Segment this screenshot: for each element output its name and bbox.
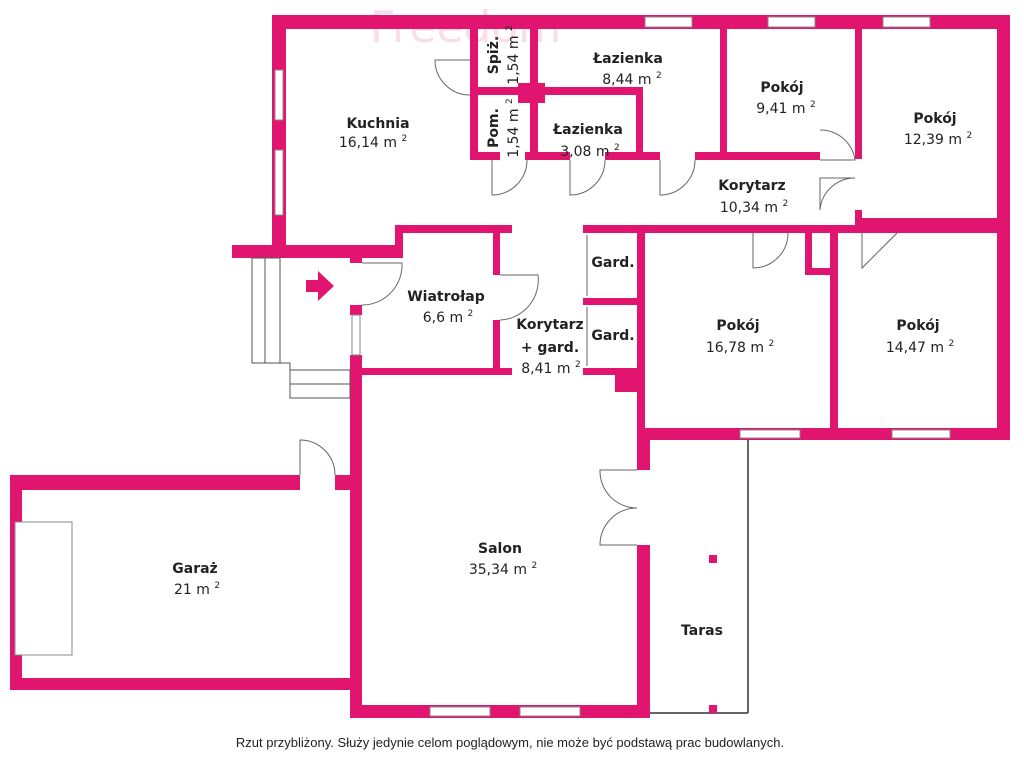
- room-name: Korytarz: [516, 317, 583, 333]
- room-name: Spiż.: [486, 36, 502, 74]
- doors: [299, 59, 898, 546]
- room-wiatrolap: Wiatrołap 6,6 m 2: [407, 289, 485, 326]
- room-korytarz-gard: Korytarz + gard. 8,41 m 2: [516, 317, 583, 377]
- room-name: Łazienka: [592, 51, 663, 67]
- room-area: 35,34 m 2: [469, 561, 537, 578]
- room-area: 16,14 m 2: [339, 134, 407, 151]
- room-lazienka-small: Łazienka 3,08 m 2: [552, 122, 623, 160]
- room-area: 21 m 2: [174, 581, 220, 598]
- room-name: Korytarz: [718, 178, 785, 194]
- room-name: Pokój: [716, 318, 759, 334]
- room-name-2: + gard.: [521, 340, 579, 356]
- room-area: 12,39 m 2: [904, 131, 972, 148]
- room-spiz: Spiż. 1,54 m 2: [486, 25, 522, 84]
- room-korytarz: Korytarz 10,34 m 2: [718, 178, 788, 216]
- room-area: 10,34 m 2: [720, 199, 788, 216]
- room-gard-2: Gard.: [591, 328, 634, 344]
- room-pokoj-1239: Pokój 12,39 m 2: [904, 111, 972, 148]
- windows: [14, 16, 951, 717]
- room-kuchnia: Kuchnia 16,14 m 2: [339, 116, 410, 151]
- room-pokoj-1447: Pokój 14,47 m 2: [886, 318, 954, 356]
- room-area: 3,08 m 2: [560, 143, 619, 160]
- room-name: Pom.: [486, 108, 502, 148]
- room-name: Łazienka: [552, 122, 623, 138]
- disclaimer-footer: Rzut przybliżony. Służy jedynie celom po…: [236, 735, 784, 750]
- room-gard-1: Gard.: [591, 255, 634, 271]
- entrance-arrow-icon: [306, 271, 334, 301]
- room-name: Garaż: [172, 561, 217, 577]
- room-area: 9,41 m 2: [756, 100, 815, 117]
- room-lazienka-large: Łazienka 8,44 m 2: [592, 51, 663, 88]
- terrace-outline: [650, 440, 749, 714]
- room-area: 8,41 m 2: [521, 360, 580, 377]
- room-area: 1,54 m 2: [505, 25, 522, 84]
- room-pokoj-941: Pokój 9,41 m 2: [756, 80, 815, 117]
- room-pokoj-1678: Pokój 16,78 m 2: [706, 318, 774, 356]
- room-pom: Pom. 1,54 m 2: [486, 98, 522, 157]
- room-taras: Taras: [681, 623, 723, 639]
- room-name: Salon: [478, 541, 522, 557]
- room-salon: Salon 35,34 m 2: [469, 541, 537, 578]
- room-area: 6,6 m 2: [423, 309, 474, 326]
- room-garaz: Garaż 21 m 2: [172, 561, 220, 598]
- room-name: Pokój: [896, 318, 939, 334]
- room-area: 1,54 m 2: [505, 98, 522, 157]
- room-name: Wiatrołap: [407, 289, 485, 305]
- room-area: 8,44 m 2: [602, 71, 661, 88]
- stairs: [251, 257, 351, 399]
- room-name: Pokój: [913, 111, 956, 127]
- room-area: 16,78 m 2: [706, 339, 774, 356]
- room-name: Kuchnia: [346, 116, 409, 132]
- room-name: Pokój: [760, 80, 803, 96]
- room-area: 14,47 m 2: [886, 339, 954, 356]
